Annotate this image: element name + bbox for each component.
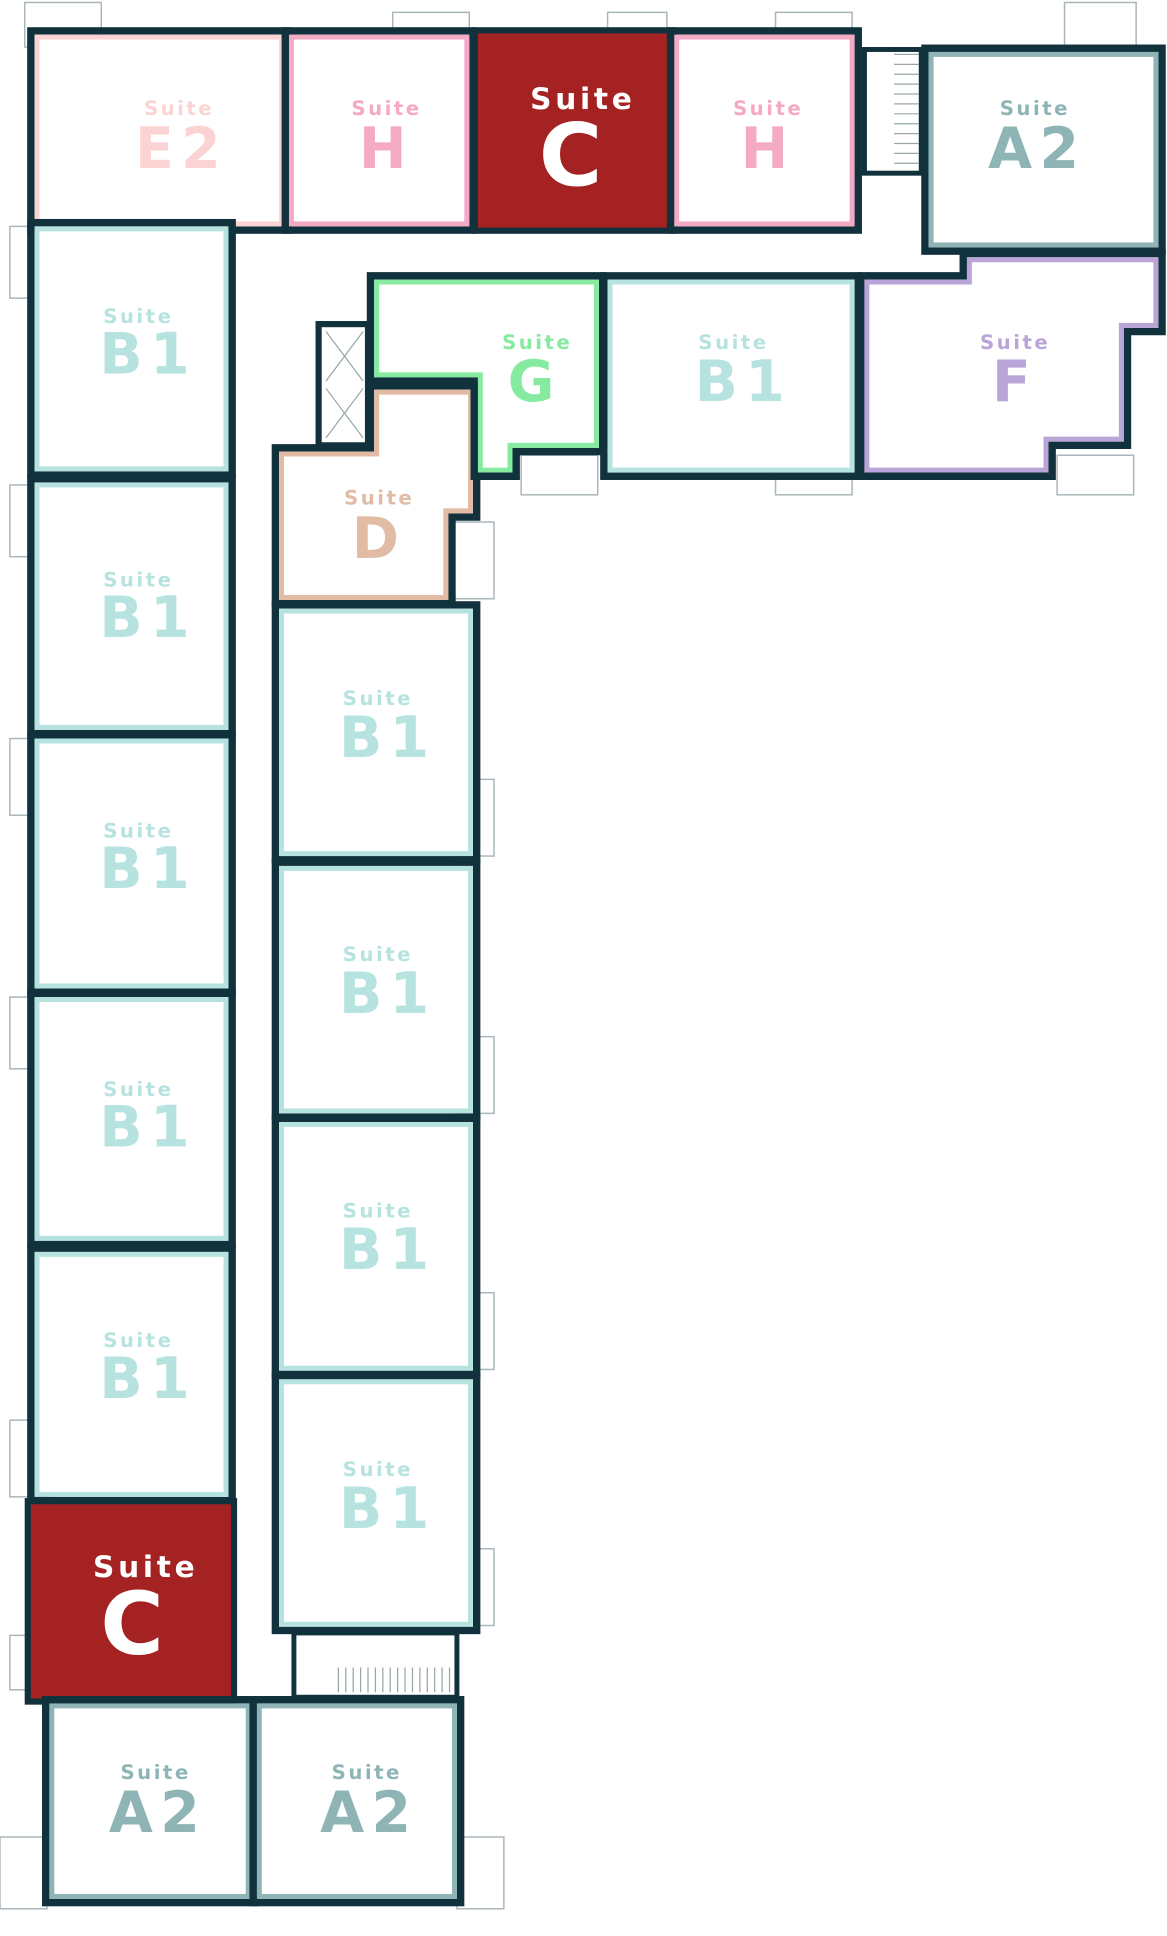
suite-code-label: B1 [339, 961, 437, 1027]
suite-prefix-label: Suite [103, 1329, 173, 1352]
suite-code-label: E2 [135, 116, 228, 182]
suite-code-label: C [539, 106, 610, 206]
suite-prefix-label: Suite [343, 1458, 413, 1481]
suite-prefix-label: Suite [332, 1761, 402, 1784]
suite-code-label: H [359, 116, 414, 182]
suite-code-label: D [352, 506, 407, 572]
suite-prefix-label: Suite [502, 331, 572, 354]
suite-prefix-label: Suite [733, 97, 803, 120]
suite-prefix-label: Suite [343, 1199, 413, 1222]
suite-prefix-label: Suite [103, 819, 173, 842]
suite-code-label: F [992, 349, 1038, 415]
suite-code-label: G [508, 349, 562, 415]
suite-prefix-label: Suite [980, 331, 1050, 354]
suite-prefix-label: Suite [530, 81, 635, 116]
suite-prefix-label: Suite [93, 1549, 198, 1584]
stairs-south [291, 1630, 460, 1700]
suite-code-label: B1 [339, 1217, 437, 1283]
suite-prefix-label: Suite [1000, 97, 1070, 120]
suite-prefix-label: Suite [343, 943, 413, 966]
suite-code-label: B1 [695, 349, 793, 415]
suite-prefix-label: Suite [344, 487, 414, 510]
suite-code-label: A2 [988, 116, 1086, 182]
suite-prefix-label: Suite [120, 1761, 190, 1784]
suite-code-label: B1 [99, 322, 197, 388]
suite-code-label: B1 [339, 705, 437, 771]
elevator [315, 321, 372, 449]
suite-code-label: B1 [99, 836, 197, 902]
suite-code-label: C [100, 1575, 171, 1675]
suite-code-label: B1 [339, 1476, 437, 1542]
suite-prefix-label: Suite [351, 97, 421, 120]
suite-prefix-label: Suite [103, 1078, 173, 1101]
suite-code-label: B1 [99, 1346, 197, 1412]
suite-code-label: A2 [109, 1780, 207, 1846]
suite-prefix-label: Suite [698, 331, 768, 354]
stairs-north [861, 47, 924, 176]
suite-prefix-label: Suite [144, 97, 214, 120]
suite-code-label: A2 [320, 1780, 418, 1846]
suite-prefix-label: Suite [103, 568, 173, 591]
suite-code-label: B1 [99, 585, 197, 651]
suite-code-label: B1 [99, 1095, 197, 1161]
suite-code-label: H [741, 116, 796, 182]
suite-prefix-label: Suite [103, 305, 173, 328]
suite-prefix-label: Suite [343, 687, 413, 710]
